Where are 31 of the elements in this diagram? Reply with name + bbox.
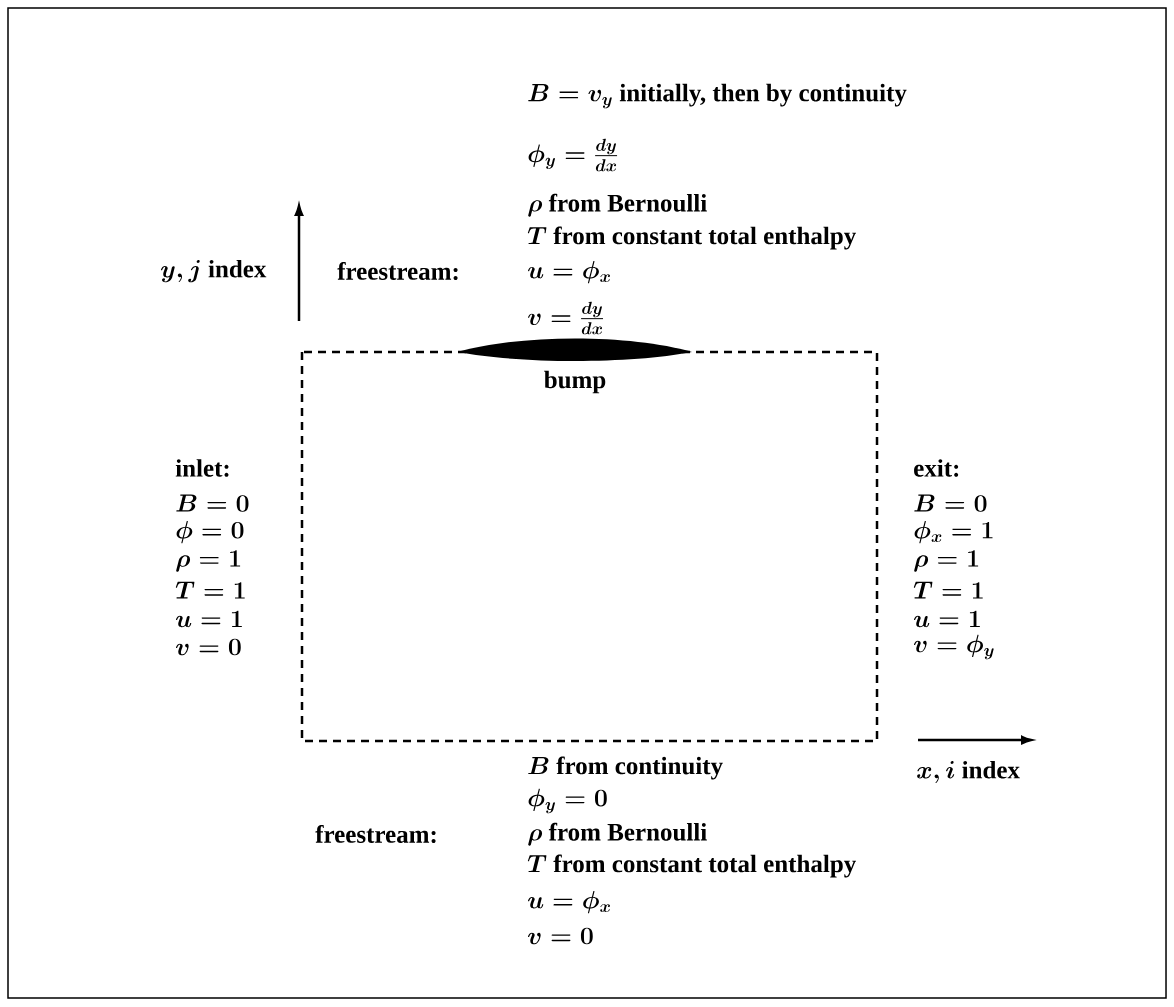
boundary-condition: $B = 0$ <box>176 494 249 512</box>
boundary-heading: freestream: <box>337 262 458 280</box>
boundary-condition: $u = \phi_x$ <box>528 260 610 284</box>
boundary-condition: $\phi_y = \frac{dy}{dx}$ <box>528 138 618 172</box>
boundary-heading: inlet: <box>175 459 229 477</box>
axis-label: $x, i \text{ index}$ <box>917 760 1020 784</box>
boundary-condition: $v = 0$ <box>528 927 593 945</box>
boundary-condition: $\rho = 1$ <box>176 550 241 572</box>
boundary-condition: $B \text{ from continuity}$ <box>528 756 723 780</box>
boundary-condition: $B = v_y \text{ initially, then by continuity}$ <box>528 83 907 109</box>
bump-label: bump <box>544 370 606 394</box>
boundary-condition: $u = \phi_x$ <box>528 890 610 914</box>
axis-label: $y, j \text{ index}$ <box>161 259 267 283</box>
boundary-condition: $\phi = 0$ <box>176 520 244 544</box>
boundary-heading: freestream: <box>315 825 436 843</box>
boundary-condition: $T = 1$ <box>913 581 983 599</box>
boundary-condition: $\phi_x = 1$ <box>914 520 993 544</box>
boundary-condition: $T \text{ from constant total enthalpy}$ <box>527 854 856 878</box>
boundary-condition: $u = 1$ <box>914 610 980 628</box>
boundary-condition: $u = 1$ <box>176 610 242 628</box>
boundary-condition: $\rho = 1$ <box>914 550 979 572</box>
boundary-condition: $v = 0$ <box>176 638 241 656</box>
boundary-condition: $\rho \text{ from Bernoulli}$ <box>528 193 707 217</box>
boundary-condition: $\phi_y = 0$ <box>528 788 607 814</box>
boundary-condition: $v = \phi_y$ <box>914 634 994 660</box>
boundary-condition: $T = 1$ <box>175 581 245 599</box>
boundary-condition: $B = 0$ <box>914 494 987 512</box>
boundary-condition: $v = \frac{dy}{dx}$ <box>528 301 603 335</box>
boundary-condition: $\rho \text{ from Bernoulli}$ <box>528 822 707 846</box>
boundary-heading: exit: <box>914 459 959 477</box>
boundary-condition: $T \text{ from constant total enthalpy}$ <box>527 226 856 250</box>
